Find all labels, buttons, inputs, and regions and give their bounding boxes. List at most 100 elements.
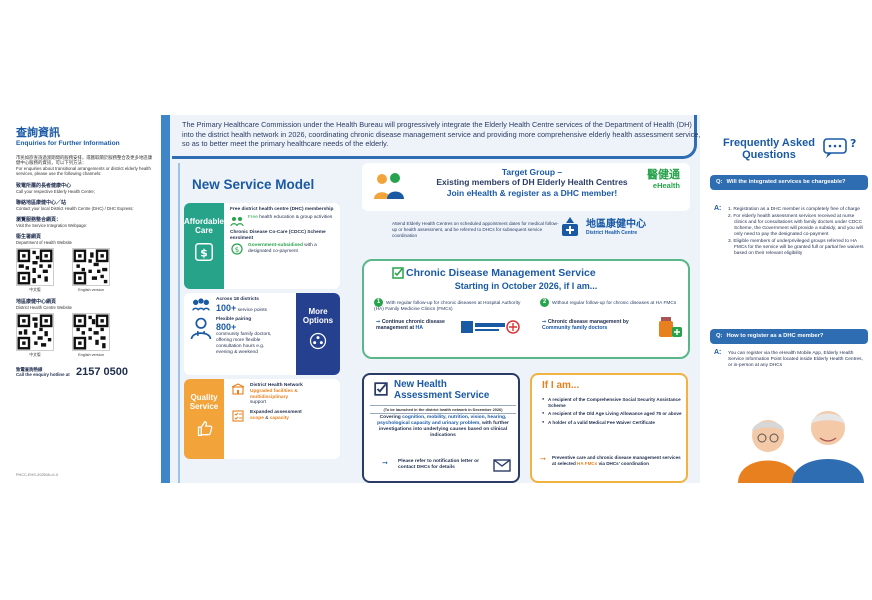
faq-question-1[interactable]: Q:Will the integrated services be charge… bbox=[710, 175, 868, 191]
mail-icon bbox=[493, 459, 511, 472]
model-title: New Service Model bbox=[192, 177, 315, 192]
more-l1: Across 18 districts bbox=[216, 297, 259, 302]
divider-strip bbox=[161, 115, 170, 483]
nha-refer: Please refer to notification letter or c… bbox=[398, 459, 479, 470]
if-i-am-result-b: HA FMCs bbox=[577, 460, 598, 466]
webpage-zh: 瀏覽服務整合網頁： bbox=[16, 216, 62, 223]
cdms-box: Chronic Disease Management Service Start… bbox=[362, 259, 690, 359]
nha-title-l2: Assessment Service bbox=[394, 389, 490, 401]
ehealth-logo-zh: 醫健通 bbox=[647, 169, 680, 181]
quality-l2: Upgraded facilities & multidisciplinary bbox=[250, 388, 298, 400]
q-label: Q: bbox=[716, 179, 723, 185]
quality-service-tab: Quality Service bbox=[184, 379, 224, 459]
qr-label-zh: 中文版 bbox=[29, 352, 41, 357]
nha-body-a: Covering bbox=[379, 415, 401, 420]
ha-clinic-logo-icon bbox=[461, 320, 520, 334]
hotline-label-en: Call the enquiry hotline at bbox=[16, 372, 70, 378]
quality-amp: & bbox=[265, 415, 269, 421]
qr-code-icon[interactable] bbox=[72, 312, 110, 351]
more-options-tab: More Options bbox=[296, 293, 340, 375]
model-frame bbox=[178, 163, 348, 483]
qr-code-icon[interactable] bbox=[16, 247, 54, 286]
more-l4: community family doctors, offering more … bbox=[216, 332, 272, 355]
people-network-icon bbox=[192, 298, 210, 311]
answer-item: 3. Eligible members of underprivileged g… bbox=[728, 239, 864, 256]
option-2-result: Chronic disease management by bbox=[547, 319, 629, 325]
option-1-ha: HA bbox=[415, 325, 424, 332]
dhc-website-en: District Health Centre Website bbox=[16, 304, 73, 310]
list-item: A recipient of the Comprehensive Social … bbox=[542, 397, 682, 408]
dhc-logo: 地區康健中心 District Health Centre bbox=[558, 215, 646, 239]
checkbox-icon bbox=[392, 267, 404, 279]
arrow-icon: ➞ bbox=[540, 456, 546, 463]
if-i-am-title: If I am... bbox=[542, 380, 580, 391]
ehealth-logo-en: eHealth bbox=[652, 181, 680, 190]
subsidy-icon: $ bbox=[231, 243, 243, 255]
webpage-en: Visit the Service Integration Webpage: bbox=[16, 222, 88, 228]
enquiries-panel: 查詢資訊 Enquiries for Further Information 市… bbox=[0, 115, 161, 483]
answer-item: 2. For elderly health assessment service… bbox=[728, 214, 863, 237]
quality-service-label: Quality Service bbox=[189, 393, 219, 411]
faq-answer-2: A: You can register via the eHealth Mobi… bbox=[714, 349, 868, 369]
enquiries-title-en: Enquiries for Further Information bbox=[16, 140, 120, 147]
list-item: A recipient of the Old Age Living Allowa… bbox=[542, 411, 682, 417]
dhc-logo-zh: 地區康健中心 bbox=[586, 218, 646, 230]
cdms-option-1-result: ➞ Continue chronic disease management at… bbox=[376, 319, 445, 332]
target-group-l2: Existing members of DH Elderly Health Ce… bbox=[436, 177, 628, 188]
checklist-icon bbox=[232, 410, 244, 422]
faq-title: Frequently Asked Questions bbox=[723, 137, 815, 161]
more-l2: service points bbox=[237, 307, 267, 313]
q2-text: How to register as a DHC member? bbox=[726, 333, 824, 339]
qr-code-icon[interactable] bbox=[72, 247, 110, 286]
arrow-icon: ➞ bbox=[382, 460, 388, 467]
ehealth-logo: 醫健通 eHealth bbox=[647, 169, 680, 190]
quality-l3: support bbox=[250, 400, 266, 406]
more-options-label: More Options bbox=[302, 307, 334, 325]
checkbox-icon bbox=[374, 382, 388, 396]
dollar-shield-icon: $ bbox=[195, 243, 213, 261]
nha-body-c: with further investigations into underly… bbox=[378, 421, 509, 438]
enquiries-intro-zh: 市民如欲查詢過渡期間的服務安排，或獲取關於服務整合及更多地區康健中心服務的資訊，… bbox=[16, 155, 153, 166]
option-2-number: 2 bbox=[540, 298, 549, 307]
option-2-text: Without regular follow-up for chronic di… bbox=[552, 300, 677, 306]
svg-text:?: ? bbox=[850, 137, 856, 150]
network-building-icon bbox=[231, 383, 245, 395]
faq-question-2[interactable]: Q:How to register as a DHC member? bbox=[710, 329, 868, 345]
dhc-logo-en: District Health Centre bbox=[586, 229, 638, 236]
hotline: 致電查詢熱線 Call the enquiry hotline at 2157 … bbox=[16, 366, 161, 378]
attend-text: Attend Elderly Health Centres on schedul… bbox=[392, 221, 559, 238]
thumbs-up-star-icon bbox=[197, 420, 213, 436]
quality-scope: scope bbox=[250, 415, 264, 421]
nha-body-b: cognition, mobility, nutrition, vision, … bbox=[377, 415, 507, 426]
ehc-contact-en: Call your respective Elderly Health Cent… bbox=[16, 188, 95, 194]
qr-label-en: English version bbox=[78, 352, 104, 357]
leaflet: 查詢資訊 Enquiries for Further Information 市… bbox=[0, 115, 872, 483]
option-1-number: 1 bbox=[374, 298, 383, 307]
dhc-contact-zh: 聯絡地區康健中心／站 bbox=[16, 199, 67, 206]
affordable-l1: Free district health centre (DHC) member… bbox=[230, 207, 334, 212]
more-l3: Flexible pairing bbox=[216, 316, 252, 322]
more-options-card: Across 18 districts 100+ service points … bbox=[184, 293, 340, 375]
affordable-free: Free bbox=[248, 214, 258, 220]
quality-l4: Expanded assessment bbox=[250, 410, 302, 416]
q1-text: Will the integrated services be chargeab… bbox=[726, 179, 846, 185]
quality-service-card: Quality Service District Health Network … bbox=[184, 379, 340, 459]
qr-label-en: English version bbox=[78, 287, 104, 292]
nha-note: (To be launched in the district health n… bbox=[370, 405, 516, 414]
svg-text:$: $ bbox=[200, 247, 208, 260]
nha-title-l1: New Health bbox=[394, 379, 447, 390]
qr-label-zh: 中文版 bbox=[29, 287, 41, 292]
list-item: A holder of a valid Medical Fee Waiver C… bbox=[542, 420, 682, 426]
target-group-box: Target Group – Existing members of DH El… bbox=[362, 163, 690, 211]
more-num1: 100+ bbox=[216, 302, 237, 313]
if-i-am-result-c: via DHCs' coordination bbox=[598, 460, 649, 466]
affordable-subsidised: Government-subsidised bbox=[248, 243, 303, 249]
qr-code-icon[interactable] bbox=[16, 312, 54, 351]
quality-capacity: capacity bbox=[269, 415, 289, 421]
intro-frame bbox=[172, 115, 697, 159]
option-1-text: With regular follow-up for chronic disea… bbox=[374, 300, 521, 312]
hotline-number[interactable]: 2157 0500 bbox=[76, 365, 128, 378]
cdms-subtitle: Starting in October 2026, if I am... bbox=[454, 281, 598, 291]
